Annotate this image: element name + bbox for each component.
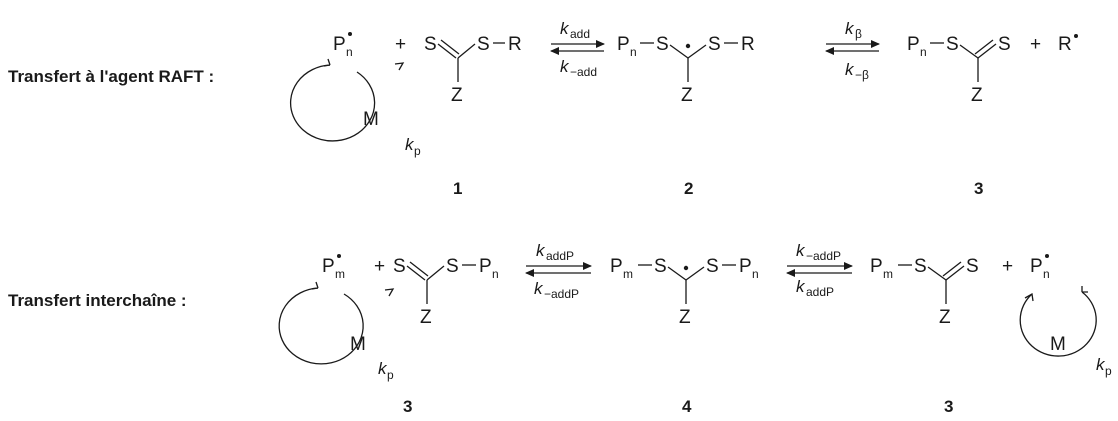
svg-text:k: k (534, 279, 544, 298)
svg-text:p: p (1105, 364, 1112, 378)
svg-text:P: P (1030, 256, 1043, 277)
row1-number-1: 1 (453, 179, 462, 198)
svg-text:S: S (656, 34, 669, 55)
svg-text:P: P (739, 256, 752, 277)
svg-text:addP: addP (546, 249, 574, 263)
svg-text:P: P (870, 256, 883, 277)
svg-text:addP: addP (806, 285, 834, 299)
svg-text:R: R (508, 34, 522, 55)
svg-text:S: S (998, 34, 1011, 55)
svg-text:S: S (393, 256, 406, 277)
row2-product: P m S S Z (870, 256, 979, 328)
row2-plus-2: + (1002, 256, 1013, 277)
svg-text:P: P (610, 256, 623, 277)
svg-text:k: k (796, 241, 806, 260)
svg-text:n: n (346, 45, 353, 59)
svg-text:P: P (617, 34, 630, 55)
row2-intermediate: P m S S P n Z (610, 256, 759, 328)
svg-text:P: P (907, 34, 920, 55)
svg-text:k: k (796, 277, 806, 296)
svg-text:p: p (414, 144, 421, 158)
svg-text:M: M (363, 109, 379, 130)
svg-text:k: k (378, 359, 388, 378)
svg-text:S: S (654, 256, 667, 277)
svg-text:Z: Z (451, 85, 463, 106)
svg-text:S: S (966, 256, 979, 277)
svg-text:n: n (630, 45, 637, 59)
svg-text:m: m (335, 267, 345, 281)
svg-text:k: k (1096, 355, 1106, 374)
row2-propagation-cycle-left: M k p (278, 281, 395, 382)
svg-text:−addP: −addP (544, 287, 579, 301)
row2-propagation-cycle-right: M k p (1019, 286, 1112, 378)
svg-text:Z: Z (420, 307, 432, 328)
svg-text:−addP: −addP (806, 249, 841, 263)
row1-number-3: 3 (974, 179, 983, 198)
svg-text:m: m (623, 267, 633, 281)
svg-text:Z: Z (679, 307, 691, 328)
svg-text:M: M (1050, 334, 1066, 355)
svg-text:S: S (946, 34, 959, 55)
row1-product: P n S S Z (907, 34, 1011, 106)
svg-text:P: P (333, 34, 346, 55)
svg-text:S: S (477, 34, 490, 55)
svg-text:n: n (492, 267, 499, 281)
svg-text:M: M (350, 334, 366, 355)
row2-reactant-radical: P m (322, 254, 345, 281)
svg-text:P: P (322, 256, 335, 277)
row1-equilibrium-2: k β k −β (825, 19, 880, 82)
svg-text:k: k (845, 60, 855, 79)
row1-plus-1: + (395, 34, 406, 55)
svg-text:n: n (920, 45, 927, 59)
svg-text:k: k (560, 19, 570, 38)
svg-text:n: n (752, 267, 759, 281)
row1-intermediate: P n S S R Z (617, 34, 755, 106)
svg-text:k: k (560, 57, 570, 76)
row2-number-3a: 3 (403, 397, 412, 416)
row1-plus-2: + (1030, 34, 1041, 55)
row1-propagation-cycle: M k p (289, 58, 421, 158)
svg-text:k: k (845, 19, 855, 38)
svg-text:β: β (855, 27, 862, 41)
row1-raft-agent: S S R Z (424, 34, 522, 106)
svg-text:k: k (536, 241, 546, 260)
svg-text:Z: Z (971, 85, 983, 106)
row2-equilibrium-1: k addP k −addP (525, 241, 592, 301)
svg-text:−add: −add (570, 65, 597, 79)
row1-equilibrium-1: k add k −add (550, 19, 605, 79)
row2-dormant-chain: S S P n Z (393, 256, 499, 328)
svg-text:S: S (424, 34, 437, 55)
svg-text:Z: Z (681, 85, 693, 106)
row1-reactant-radical: P n (333, 32, 353, 59)
svg-text:S: S (708, 34, 721, 55)
svg-text:R: R (741, 34, 755, 55)
svg-text:m: m (883, 267, 893, 281)
svg-text:S: S (446, 256, 459, 277)
svg-text:k: k (405, 135, 415, 154)
svg-text:add: add (570, 27, 590, 41)
row1-number-2: 2 (684, 179, 693, 198)
row2-number-4: 4 (682, 397, 692, 416)
row2-number-3b: 3 (944, 397, 953, 416)
row2-released-radical: P n (1030, 254, 1050, 281)
row2-equilibrium-2: k −addP k addP (786, 241, 853, 299)
svg-text:S: S (914, 256, 927, 277)
svg-text:Z: Z (939, 307, 951, 328)
row1-released-radical: R (1058, 34, 1078, 55)
row1-label: Transfert à l'agent RAFT : (8, 67, 214, 86)
svg-text:n: n (1043, 267, 1050, 281)
svg-text:S: S (706, 256, 719, 277)
svg-text:R: R (1058, 34, 1072, 55)
svg-text:P: P (479, 256, 492, 277)
svg-text:−β: −β (855, 68, 869, 82)
svg-text:p: p (387, 368, 394, 382)
radical-dot (348, 32, 352, 36)
row2-label: Transfert interchaîne : (8, 291, 187, 310)
row2-plus-1: + (374, 256, 385, 277)
